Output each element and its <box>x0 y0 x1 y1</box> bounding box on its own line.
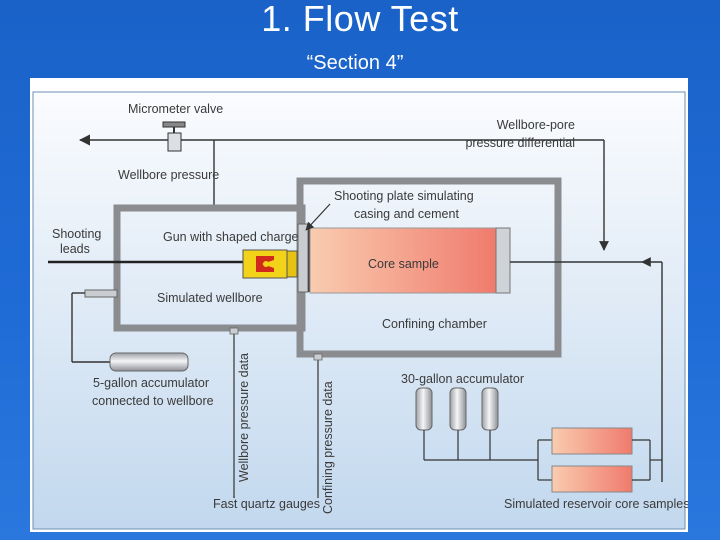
core-end-cap <box>495 227 511 294</box>
slide-title: 1. Flow Test <box>261 0 459 39</box>
core-sample <box>309 227 499 294</box>
confining-gauge-port <box>313 353 323 361</box>
diagram-panel <box>32 91 686 530</box>
reservoir-core-sample <box>551 427 633 455</box>
label-accumulator-5gal-2: connected to wellbore <box>92 394 214 408</box>
label-shooting-plate-2: casing and cement <box>354 207 459 221</box>
flow-test-diagram: Micrometer valve Wellbore-pore pressure … <box>30 78 688 532</box>
label-accumulator-5gal-1: 5-gallon accumulator <box>93 376 209 390</box>
reservoir-core-samples <box>537 427 662 493</box>
label-reservoir-core-samples: Simulated reservoir core samples <box>504 497 688 511</box>
label-confining-pressure-data: Confining pressure data <box>321 381 335 514</box>
label-differential-1: Wellbore-pore <box>497 118 575 132</box>
thirty-gallon-accumulators <box>415 387 538 461</box>
wellbore-gauge-port <box>229 327 239 335</box>
accumulator-tank <box>415 387 433 431</box>
label-micrometer-valve: Micrometer valve <box>128 102 223 116</box>
label-confining-chamber: Confining chamber <box>382 317 487 331</box>
label-wellbore-pressure-data: Wellbore pressure data <box>237 353 251 482</box>
label-gun-shaped-charge: Gun with shaped charge <box>163 230 299 244</box>
label-shooting-leads-2: leads <box>60 242 90 256</box>
reservoir-core-sample <box>551 465 633 493</box>
slide-subtitle: “Section 4” <box>306 52 404 74</box>
accumulator-tank <box>449 387 467 431</box>
micrometer-valve-icon <box>162 121 186 152</box>
label-simulated-wellbore: Simulated wellbore <box>157 291 263 305</box>
differential-line <box>578 139 609 251</box>
five-gallon-accumulator-tank <box>109 352 189 372</box>
label-accumulator-30gal: 30-gallon accumulator <box>401 372 524 386</box>
label-wellbore-pressure: Wellbore pressure <box>118 168 219 182</box>
label-fast-quartz-gauges: Fast quartz gauges <box>213 497 320 511</box>
wellbore-accumulator-line <box>71 289 118 363</box>
pore-pressure-line <box>510 257 663 482</box>
shooting-plate <box>297 223 309 293</box>
label-shooting-plate-1: Shooting plate simulating <box>334 189 474 203</box>
label-shooting-leads-1: Shooting <box>52 227 101 241</box>
accumulator-tank <box>481 387 499 431</box>
label-differential-2: pressure differential <box>465 136 575 150</box>
diagram-canvas: Micrometer valve Wellbore-pore pressure … <box>32 91 688 530</box>
shooting-plate-leader <box>305 203 331 231</box>
label-core-sample: Core sample <box>368 257 439 271</box>
shaped-charge-gun-icon <box>242 249 298 279</box>
